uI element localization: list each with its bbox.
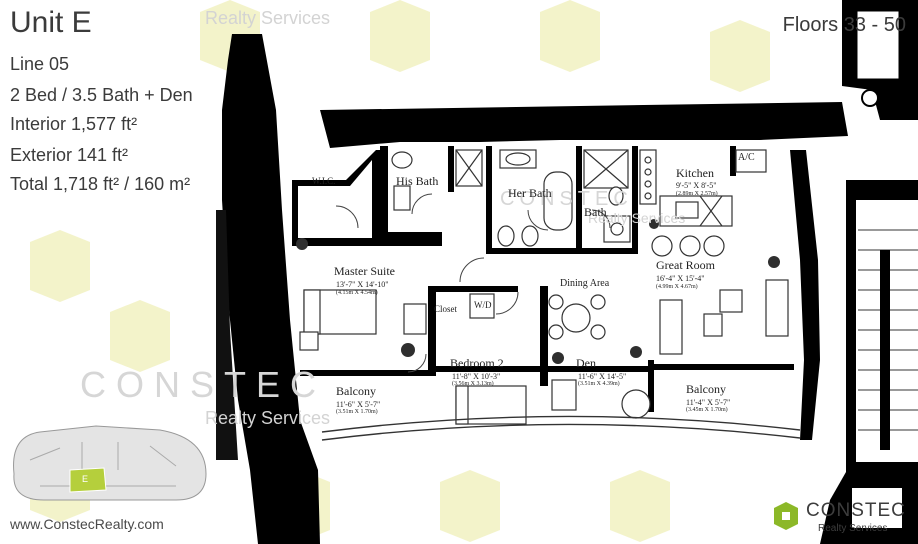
room-master: Master Suite xyxy=(334,264,395,278)
room-balcony-left-metric: (3.51m X 1.70m) xyxy=(336,409,378,415)
room-kitchen: Kitchen xyxy=(676,166,714,180)
room-master-metric: (4.15m X 4.54m) xyxy=(336,290,378,296)
left-exterior-wall xyxy=(222,34,320,544)
plants xyxy=(296,219,780,364)
keyplan-unit-marker: E xyxy=(82,474,89,484)
room-kitchen-metric: (2.89m X 2.57m) xyxy=(676,191,718,197)
room-bath: Bath xyxy=(584,205,607,219)
room-bedroom2-dim: 11'-8" X 10'-3" xyxy=(452,372,501,381)
room-ac: A/C xyxy=(738,152,755,163)
living-furniture xyxy=(548,279,789,419)
room-balcony-left: Balcony xyxy=(336,384,376,398)
room-balcony-right-dim: 11'-4" X 5'-7" xyxy=(686,398,731,407)
floors-range: Floors 33 - 50 xyxy=(782,14,906,36)
room-den-metric: (3.51m X 4.39m) xyxy=(578,381,620,387)
room-balcony-right: Balcony xyxy=(686,382,726,396)
room-balcony-left-dim: 11'-6" X 5'-7" xyxy=(336,400,381,409)
balcony-rails xyxy=(321,415,801,441)
unit-exterior: Exterior 141 ft² xyxy=(10,145,129,165)
room-great-metric: (4.99m X 4.67m) xyxy=(656,284,698,290)
room-master-dim: 13'-7" X 14'-10" xyxy=(336,280,389,289)
wd-box xyxy=(469,293,495,319)
website-link[interactable]: www.ConstecRealty.com xyxy=(10,516,164,532)
unit-total: Total 1,718 ft² / 160 m² xyxy=(10,174,191,194)
room-his-bath: His Bath xyxy=(396,174,439,188)
room-kitchen-dim: 9'-5" X 8'-5" xyxy=(676,181,717,190)
room-den: Den xyxy=(576,356,596,370)
left-stair-wall xyxy=(216,210,238,460)
room-closet: Closet xyxy=(434,304,458,314)
room-dining: Dining Area xyxy=(560,278,610,289)
constec-logo: CONSTEC Realty Services xyxy=(770,495,910,539)
room-bedroom2: Bedroom 2 xyxy=(450,356,504,370)
interior-walls xyxy=(292,146,794,412)
unit-line: Line 05 xyxy=(10,54,70,74)
room-great: Great Room xyxy=(656,258,715,272)
room-wd: W/D xyxy=(474,300,492,310)
constec-logo-mark xyxy=(774,502,798,530)
top-wall xyxy=(320,102,848,148)
room-bedroom2-metric: (3.56m X 3.13m) xyxy=(452,381,494,387)
key-plan xyxy=(13,425,207,501)
unit-title: Unit E xyxy=(10,6,92,39)
door-swings xyxy=(335,193,611,373)
right-exterior-wall xyxy=(790,150,820,440)
logo-subtitle: Realty Services xyxy=(818,523,888,534)
unit-interior: Interior 1,577 ft² xyxy=(10,114,138,134)
room-den-dim: 11'-6" X 14'-5" xyxy=(578,372,627,381)
room-balcony-right-metric: (3.45m X 1.70m) xyxy=(686,407,728,413)
unit-beds-baths: 2 Bed / 3.5 Bath + Den xyxy=(10,85,193,105)
room-wic: W.I.C. xyxy=(312,176,336,186)
master-furniture xyxy=(299,289,427,351)
logo-name: CONSTEC xyxy=(806,500,906,521)
room-her-bath: Her Bath xyxy=(508,186,552,200)
kitchen-fixtures xyxy=(639,149,767,257)
room-great-dim: 16'-4" X 15'-4" xyxy=(656,274,705,283)
unit-e-highlight xyxy=(69,467,107,493)
